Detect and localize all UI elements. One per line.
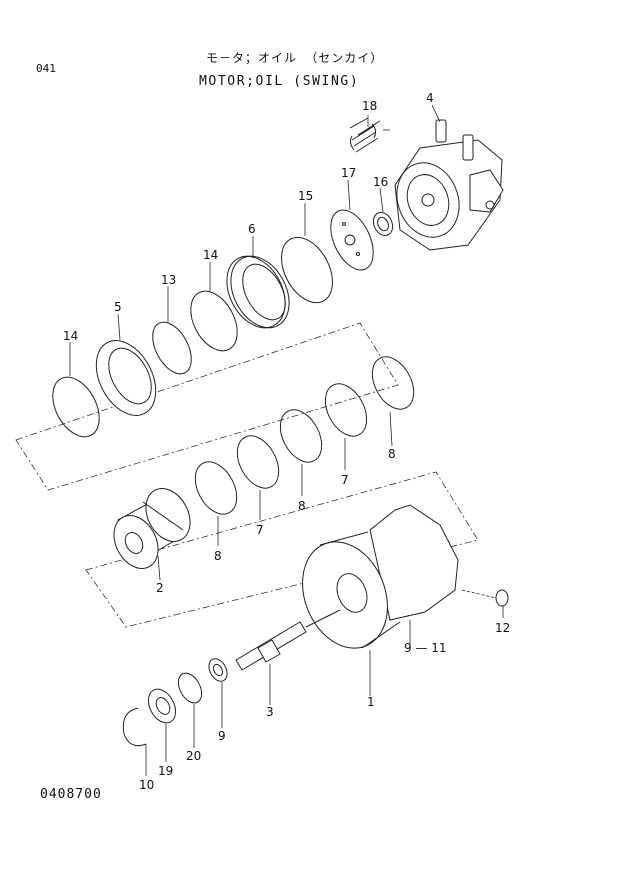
part-piston-5: [95, 340, 157, 416]
part-bearing-small: [372, 211, 394, 237]
callout-4: 4: [426, 91, 434, 105]
part-o-ring-14a: [190, 290, 238, 352]
part-o-ring-15: [281, 236, 333, 304]
part-spring: [349, 117, 390, 153]
callout-19: 19: [158, 764, 173, 778]
callout-17: 17: [341, 166, 356, 180]
callout-7a: 7: [341, 473, 349, 487]
part-plate-8b: [279, 409, 323, 463]
callout-1: 1: [367, 695, 375, 709]
callout-12: 12: [495, 621, 510, 635]
part-disc-7b: [236, 435, 280, 489]
part-plate-8a: [371, 356, 415, 410]
callout-10: 10: [139, 778, 154, 792]
part-shaft: [235, 609, 341, 671]
part-o-ring-12: [495, 589, 509, 607]
callout-20: 20: [186, 749, 201, 763]
page-number: 041: [36, 62, 56, 75]
part-o-ring-13: [152, 321, 192, 375]
part-bearing-19: [147, 688, 177, 724]
callout-14a: 14: [203, 248, 218, 262]
callout-6: 6: [248, 222, 256, 236]
callout-9-11: 9 — 11: [404, 641, 447, 655]
part-disc-7a: [324, 383, 368, 437]
callout-9: 9: [218, 729, 226, 743]
leader-lines: [69, 104, 504, 776]
part-snap-ring: [122, 707, 147, 747]
brake-group-frame: [15, 322, 399, 491]
part-valve-plate: [330, 209, 374, 271]
callout-2: 2: [156, 581, 164, 595]
drawing-code: 0408700: [40, 787, 102, 802]
callout-14b: 14: [63, 329, 78, 343]
callout-8a: 8: [388, 447, 396, 461]
title-english: MOTOR;OIL (SWING): [199, 74, 360, 89]
part-o-ring-20: [177, 672, 203, 704]
callout-15: 15: [298, 189, 313, 203]
part-bearing-9: [208, 658, 228, 682]
callout-8c: 8: [214, 549, 222, 563]
callout-8b: 8: [298, 499, 306, 513]
part-swing-housing: [302, 504, 459, 649]
title-japanese: モ－タ；オイル （センカイ）: [206, 51, 384, 65]
callout-18: 18: [362, 99, 377, 113]
part-o-ring-14b: [52, 376, 100, 438]
part-ring-6: [226, 255, 290, 329]
callout-13: 13: [161, 273, 176, 287]
callout-3: 3: [266, 705, 274, 719]
part-plate-8c: [194, 461, 238, 515]
disc-group-frame: [85, 471, 479, 628]
part-cylinder-block: [113, 488, 191, 569]
callout-7b: 7: [256, 523, 264, 537]
callout-16: 16: [373, 175, 388, 189]
part-motor-housing: [394, 119, 504, 251]
callout-5: 5: [114, 300, 122, 314]
